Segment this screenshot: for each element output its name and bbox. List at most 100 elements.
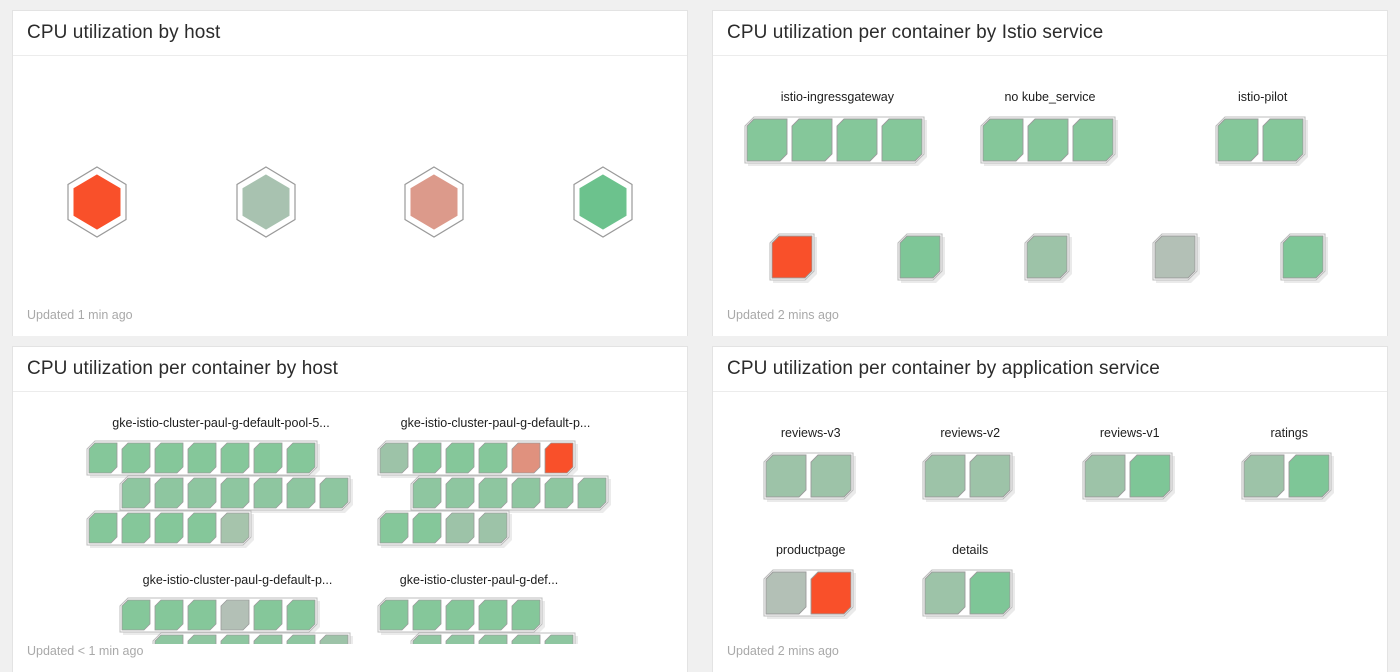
service-tilegroup[interactable] — [1278, 231, 1333, 288]
container-tile[interactable] — [511, 442, 540, 474]
container-tile[interactable] — [253, 477, 282, 509]
container-tile[interactable] — [445, 599, 474, 631]
container-tile[interactable] — [1027, 235, 1068, 279]
container-tile[interactable] — [577, 477, 606, 509]
service-tilegroup[interactable] — [742, 114, 932, 171]
hexagon-fill[interactable] — [579, 174, 627, 230]
container-tile[interactable] — [881, 118, 923, 162]
container-tile[interactable] — [286, 442, 315, 474]
container-tile[interactable] — [1262, 118, 1304, 162]
container-tile[interactable] — [1288, 454, 1330, 498]
container-tile[interactable] — [982, 118, 1023, 162]
host-group-tiles[interactable] — [118, 596, 358, 644]
container-tile[interactable] — [445, 477, 474, 509]
container-tile[interactable] — [1084, 454, 1126, 498]
container-tile[interactable] — [445, 634, 474, 644]
service-tilegroup[interactable] — [1150, 231, 1205, 288]
container-tile[interactable] — [511, 599, 540, 631]
container-tile[interactable] — [412, 599, 441, 631]
container-tile[interactable] — [511, 477, 540, 509]
container-tile[interactable] — [121, 512, 150, 544]
container-tile[interactable] — [765, 571, 807, 615]
container-tile[interactable] — [88, 512, 117, 544]
container-tile[interactable] — [187, 599, 216, 631]
container-tile[interactable] — [544, 477, 573, 509]
container-tile[interactable] — [899, 235, 941, 279]
service-tilegroup[interactable] — [895, 231, 950, 288]
container-tile[interactable] — [220, 634, 249, 644]
container-tile[interactable] — [791, 118, 833, 162]
host-group-tiles[interactable] — [376, 439, 616, 553]
container-tile[interactable] — [810, 571, 852, 615]
container-tile[interactable] — [253, 442, 282, 474]
service-tilegroup[interactable] — [767, 231, 822, 288]
container-tile[interactable] — [253, 599, 282, 631]
container-tile[interactable] — [154, 634, 183, 644]
container-tile[interactable] — [1129, 454, 1171, 498]
container-tile[interactable] — [220, 442, 249, 474]
container-tile[interactable] — [286, 477, 315, 509]
container-tile[interactable] — [286, 599, 315, 631]
container-tile[interactable] — [319, 477, 348, 509]
container-tile[interactable] — [1282, 235, 1324, 279]
container-tile[interactable] — [187, 442, 216, 474]
container-tile[interactable] — [88, 442, 117, 474]
hexagon-fill[interactable] — [73, 174, 121, 230]
container-tile[interactable] — [1243, 454, 1285, 498]
host-hexagon-3[interactable] — [401, 164, 467, 238]
container-tile[interactable] — [1154, 235, 1196, 279]
service-tilegroup[interactable] — [761, 450, 861, 507]
host-group-tiles[interactable] — [376, 596, 583, 644]
container-tile[interactable] — [836, 118, 878, 162]
container-tile[interactable] — [478, 512, 507, 544]
container-tile[interactable] — [478, 477, 507, 509]
container-tile[interactable] — [445, 442, 474, 474]
container-tile[interactable] — [1072, 118, 1113, 162]
container-tile[interactable] — [412, 477, 441, 509]
container-tile[interactable] — [1027, 118, 1068, 162]
service-tilegroup[interactable] — [1213, 114, 1313, 171]
container-tile[interactable] — [379, 599, 408, 631]
container-tile[interactable] — [154, 477, 183, 509]
container-tile[interactable] — [154, 512, 183, 544]
container-tile[interactable] — [969, 571, 1011, 615]
container-tile[interactable] — [765, 454, 807, 498]
container-tile[interactable] — [187, 477, 216, 509]
container-tile[interactable] — [379, 442, 408, 474]
container-tile[interactable] — [810, 454, 852, 498]
service-tilegroup[interactable] — [1239, 450, 1339, 507]
container-tile[interactable] — [478, 634, 507, 644]
container-tile[interactable] — [478, 599, 507, 631]
container-tile[interactable] — [154, 442, 183, 474]
container-tile[interactable] — [121, 599, 150, 631]
service-tilegroup[interactable] — [920, 567, 1020, 624]
container-tile[interactable] — [924, 571, 966, 615]
service-tilegroup[interactable] — [920, 450, 1020, 507]
host-hexagon-1[interactable] — [64, 164, 130, 238]
service-tilegroup[interactable] — [1022, 231, 1077, 288]
container-tile[interactable] — [220, 512, 249, 544]
container-tile[interactable] — [511, 634, 540, 644]
container-tile[interactable] — [746, 118, 788, 162]
service-tilegroup[interactable] — [761, 567, 861, 624]
hexagon-fill[interactable] — [410, 174, 458, 230]
container-tile[interactable] — [969, 454, 1011, 498]
container-tile[interactable] — [319, 634, 348, 644]
container-tile[interactable] — [286, 634, 315, 644]
container-tile[interactable] — [771, 235, 813, 279]
container-tile[interactable] — [379, 512, 408, 544]
container-tile[interactable] — [1217, 118, 1259, 162]
service-tilegroup[interactable] — [978, 114, 1123, 171]
container-tile[interactable] — [187, 512, 216, 544]
container-tile[interactable] — [220, 477, 249, 509]
container-tile[interactable] — [412, 634, 441, 644]
host-hexagon-2[interactable] — [233, 164, 299, 238]
container-tile[interactable] — [121, 477, 150, 509]
container-tile[interactable] — [445, 512, 474, 544]
container-tile[interactable] — [924, 454, 966, 498]
container-tile[interactable] — [412, 512, 441, 544]
container-tile[interactable] — [544, 442, 573, 474]
container-tile[interactable] — [478, 442, 507, 474]
container-tile[interactable] — [253, 634, 282, 644]
hexagon-fill[interactable] — [242, 174, 290, 230]
